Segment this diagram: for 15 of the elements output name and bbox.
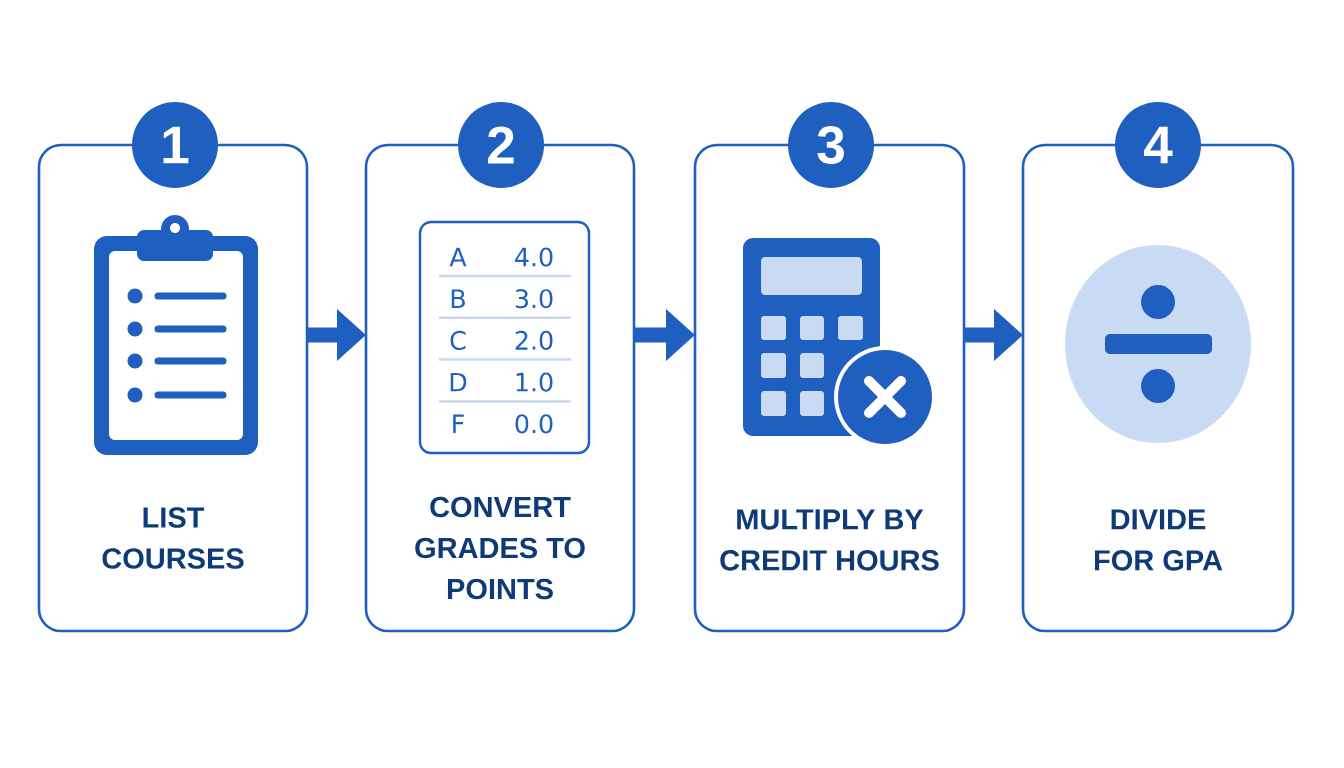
grade-table <box>418 220 591 455</box>
number-badge: 3 <box>788 102 874 188</box>
table-cell: F <box>453 414 464 434</box>
table-cell: 4.0 <box>515 247 553 267</box>
table-cell: 2.0 <box>515 330 553 350</box>
table-cell: 0.0 <box>515 414 553 434</box>
table-cell: B <box>451 289 465 308</box>
table-cell: 1.0 <box>516 372 553 392</box>
table-cell: D <box>450 372 467 392</box>
number-badge: 4 <box>1115 102 1201 188</box>
table-cell: 3.0 <box>515 289 553 309</box>
number-badge: 1 <box>132 102 218 188</box>
number-badge: 2 <box>458 102 544 188</box>
table-cell: A <box>449 247 467 267</box>
table-cell: C <box>450 330 466 350</box>
